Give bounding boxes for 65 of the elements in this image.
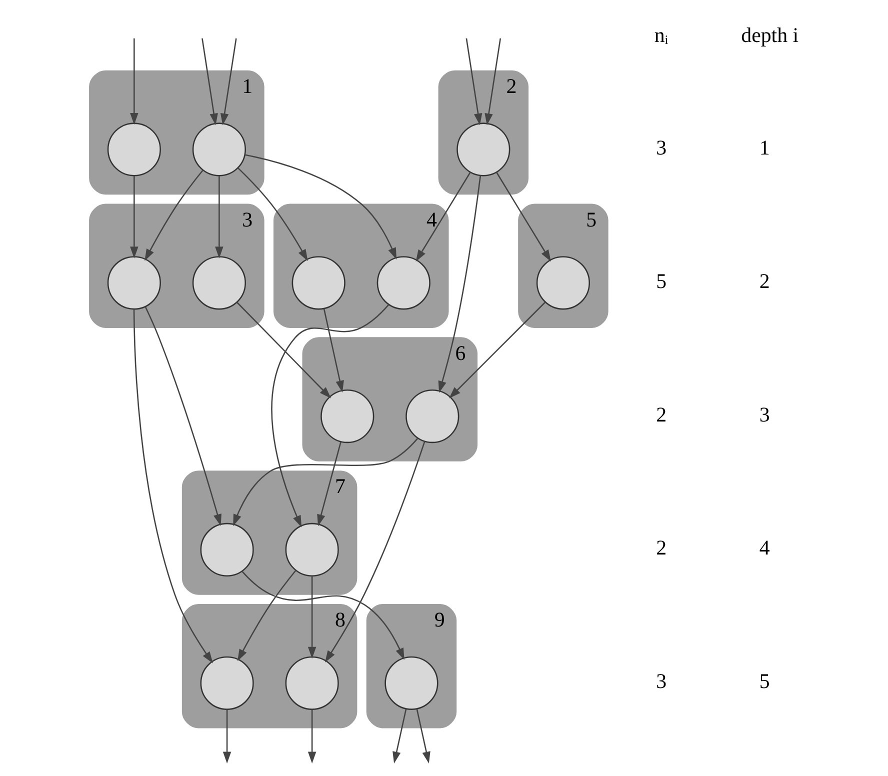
node-circle — [192, 256, 246, 310]
arrow — [438, 175, 481, 393]
cluster: 9 — [366, 604, 456, 728]
node-circle — [106, 256, 160, 310]
arrow — [484, 38, 501, 126]
arrow — [322, 308, 344, 392]
arrow — [448, 302, 545, 398]
arrow — [496, 172, 551, 262]
node-circle — [405, 390, 459, 444]
arrow — [220, 38, 236, 126]
cluster: 3 — [88, 204, 264, 328]
arrow — [236, 302, 331, 398]
arrow — [241, 570, 404, 660]
arrow — [316, 442, 341, 526]
arrow — [307, 710, 316, 764]
cluster: 7 — [181, 470, 357, 595]
arrow — [465, 38, 482, 126]
arrow — [130, 38, 138, 125]
node-circle — [200, 522, 254, 577]
arrow — [130, 176, 138, 258]
label: nᵢ — [654, 22, 668, 47]
arrow — [144, 306, 221, 526]
arrow — [232, 438, 418, 526]
arrow — [416, 708, 430, 764]
label: 5 — [758, 669, 770, 694]
node-circle — [456, 122, 510, 176]
node-circle — [200, 656, 254, 710]
arrow — [237, 168, 308, 262]
arrow — [214, 176, 223, 258]
arrow — [392, 708, 406, 764]
arrow — [222, 710, 231, 764]
node-circle — [536, 256, 590, 310]
node-circle — [284, 656, 338, 710]
cluster: 8 — [181, 604, 357, 728]
arrow — [244, 154, 396, 260]
label: 2 — [656, 536, 666, 560]
label: 2 — [758, 268, 770, 293]
cluster: 6 — [302, 337, 478, 462]
label: 2 — [656, 402, 666, 426]
node-circle — [284, 522, 338, 577]
cluster: 5 — [518, 204, 608, 328]
node-circle — [106, 122, 160, 176]
cluster: 1 — [88, 70, 264, 195]
label: 5 — [656, 268, 666, 293]
node-circle — [192, 122, 246, 176]
node-circle — [376, 256, 430, 310]
node-circle — [291, 256, 345, 310]
label: depth i — [740, 22, 798, 47]
label: 1 — [758, 135, 770, 160]
label: 3 — [656, 669, 666, 694]
arrow — [270, 304, 389, 528]
label: 4 — [758, 536, 770, 560]
arrow — [415, 172, 470, 262]
cluster: 4 — [272, 204, 448, 328]
arrow — [201, 38, 218, 126]
arrow — [144, 170, 203, 261]
node-circle — [384, 656, 438, 710]
node-circle — [320, 390, 374, 444]
arrow — [307, 576, 316, 659]
cluster: 2 — [438, 70, 528, 195]
arrow — [237, 570, 296, 662]
arrow — [132, 309, 212, 664]
arrow — [324, 441, 425, 662]
label: 3 — [656, 135, 666, 160]
label: 3 — [758, 402, 770, 426]
